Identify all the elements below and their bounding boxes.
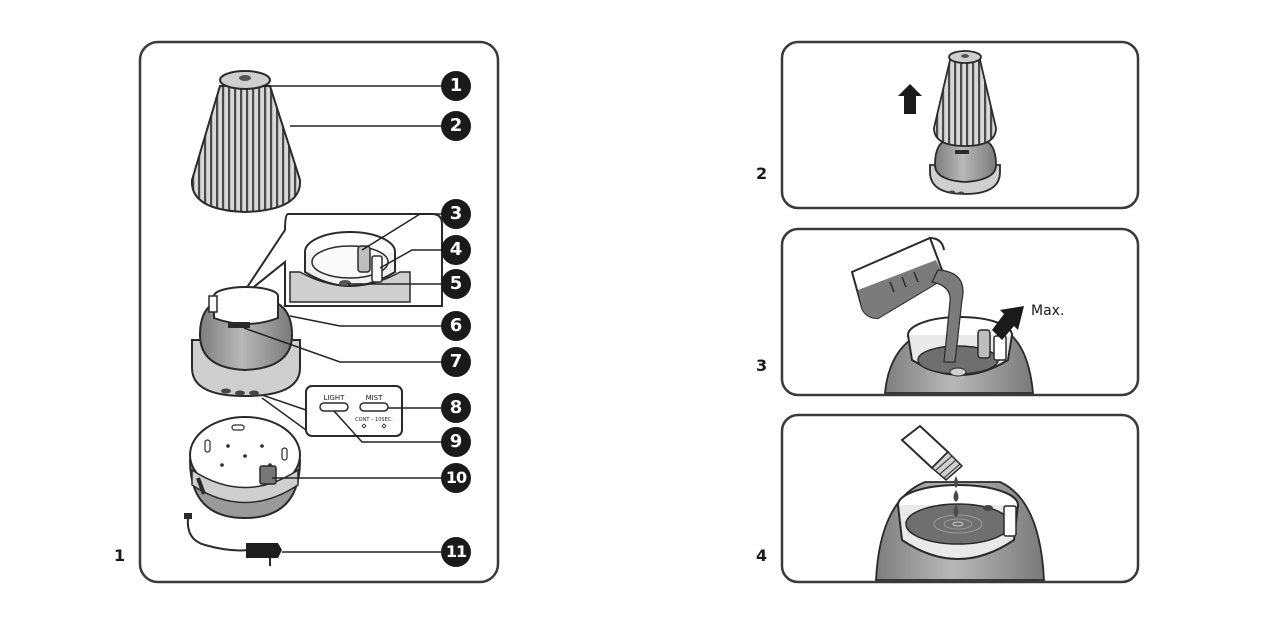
callout-badge-8: 8: [441, 393, 471, 423]
callout-badge-10: 10: [441, 463, 471, 493]
mist-button: [360, 403, 388, 411]
callout-badge-6: 6: [441, 311, 471, 341]
mist-mode-label: CONT – 10SEC.: [355, 417, 393, 423]
figure-label-3: 3: [756, 356, 767, 375]
figure-label-1: 1: [114, 546, 125, 565]
callout-badge-4: 4: [441, 235, 471, 265]
figure-label-4: 4: [756, 546, 767, 565]
figure-label-2: 2: [756, 164, 767, 183]
base-bottom-view: [190, 417, 300, 518]
step2-base: [930, 140, 1000, 195]
mist-button-label: MIST: [366, 394, 384, 402]
callout-badge-7: 7: [441, 347, 471, 377]
callout-badge-3: 3: [441, 199, 471, 229]
callout-badge-11: 11: [441, 537, 471, 567]
max-fill-label: Max.: [1031, 303, 1064, 319]
callout-badge-2: 2: [441, 111, 471, 141]
callout-badge-1: 1: [441, 71, 471, 101]
light-button: [320, 403, 348, 411]
callout-badge-5: 5: [441, 269, 471, 299]
light-button-label: LIGHT: [324, 394, 346, 402]
callout-badge-9: 9: [441, 427, 471, 457]
